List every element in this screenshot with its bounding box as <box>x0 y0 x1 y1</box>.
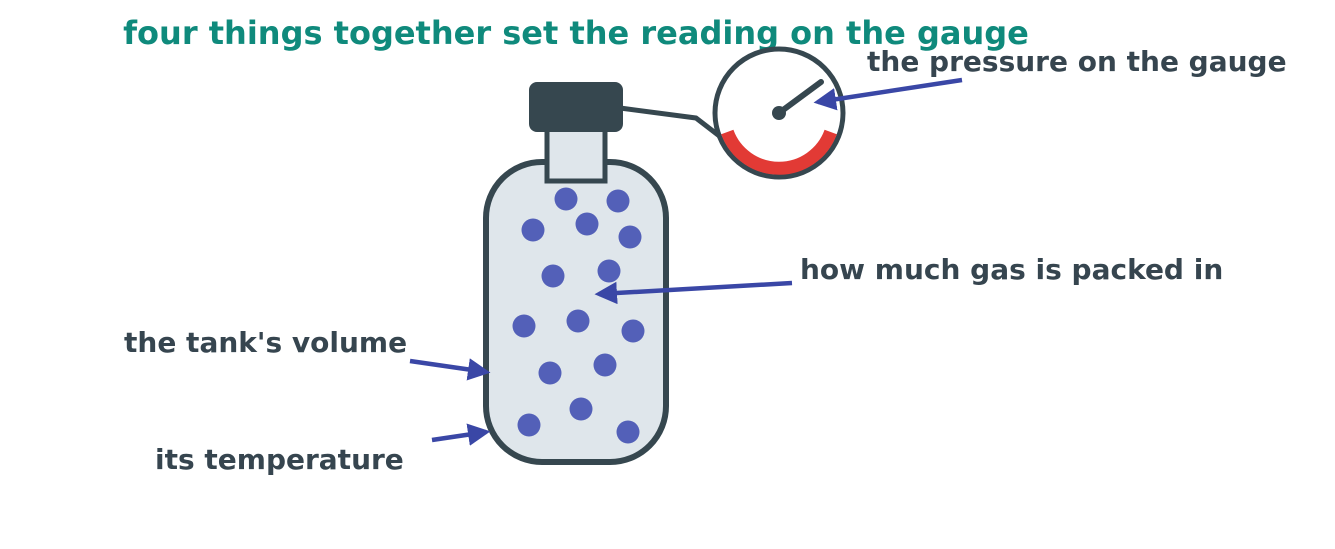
gas-particle-icon <box>618 225 642 249</box>
pressure-gauge-icon <box>712 46 846 180</box>
tank-valve-cap <box>529 82 623 132</box>
label-temperature: its temperature <box>155 443 404 476</box>
gas-particle-icon <box>575 212 599 236</box>
gauge-hose <box>619 105 724 140</box>
gas-particle-icon <box>566 309 590 333</box>
label-pressure: the pressure on the gauge <box>867 45 1287 78</box>
gas-particle-icon <box>597 259 621 283</box>
tank-neck <box>544 124 608 184</box>
gas-particle-icon <box>521 218 545 242</box>
arrow-to-gauge <box>813 77 963 111</box>
gauge-needle <box>776 79 824 116</box>
gas-particle-icon <box>554 187 578 211</box>
gas-particle-icon <box>541 264 565 288</box>
gas-particle-icon <box>512 314 536 338</box>
gauge-red-arc <box>721 129 837 175</box>
gas-particle-icon <box>606 189 630 213</box>
gas-particle-icon <box>517 413 541 437</box>
gauge-pivot <box>772 106 786 120</box>
gas-particle-icon <box>569 397 593 421</box>
gas-particle-icon <box>616 420 640 444</box>
gas-particles <box>512 187 645 444</box>
arrow-to-volume <box>409 358 491 381</box>
label-gas-amount: how much gas is packed in <box>800 253 1223 286</box>
gas-particle-icon <box>621 319 645 343</box>
gas-particle-icon <box>593 353 617 377</box>
label-volume: the tank's volume <box>124 326 407 359</box>
gas-particle-icon <box>538 361 562 385</box>
arrow-to-temperature <box>431 423 491 446</box>
diagram-title: four things together set the reading on … <box>123 14 1029 52</box>
arrow-to-gas <box>594 280 793 305</box>
